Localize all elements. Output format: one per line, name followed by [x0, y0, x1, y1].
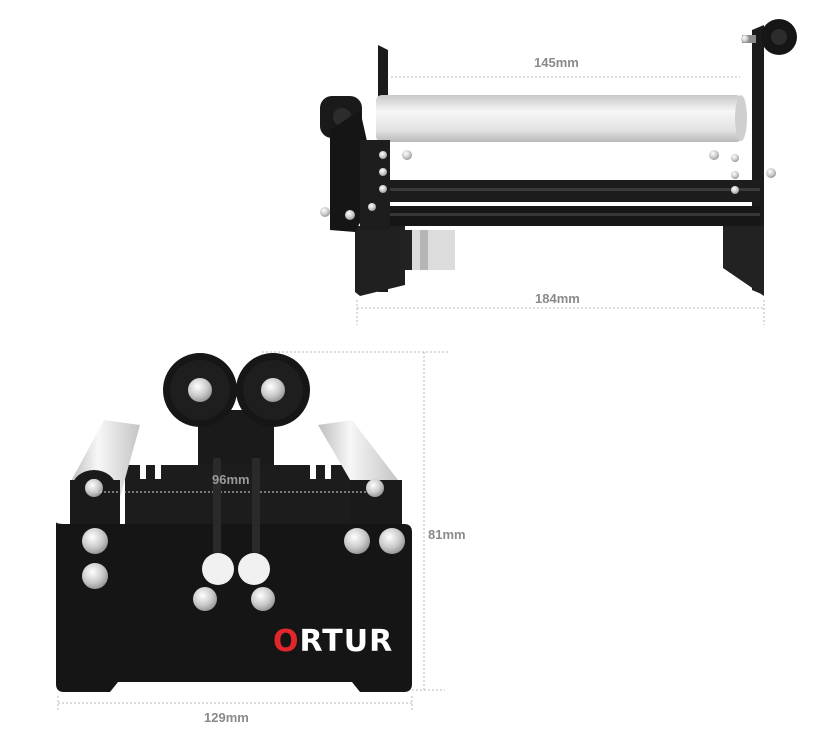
dimension-label-top-length: 145mm: [534, 55, 579, 70]
side-roller: [376, 95, 742, 142]
dimension-line-base: [356, 300, 765, 325]
plate-slots: [213, 458, 260, 553]
white-knobs: [202, 553, 270, 585]
right-leg: [723, 226, 764, 296]
dimension-label-top-base: 184mm: [535, 291, 580, 306]
front-plate: [56, 522, 412, 692]
left-leg: [355, 226, 405, 296]
brand-logo-o: O: [273, 624, 300, 659]
dimension-label-front-width: 129mm: [204, 710, 249, 725]
brand-logo-rest: RTUR: [299, 624, 394, 659]
right-side-screws: [709, 150, 776, 194]
front-roller-right: [318, 420, 402, 525]
front-screws: [82, 528, 405, 611]
right-top-wheel: [741, 19, 797, 55]
rotary-side-view: [320, 19, 797, 325]
rotary-front-view: [56, 351, 450, 712]
dimension-line-height: [262, 351, 450, 691]
dimension-line-width: [57, 696, 413, 712]
dimension-label-roller-span: 96mm: [212, 472, 250, 487]
top-wheel-right: [236, 353, 310, 427]
top-wheel-left: [163, 353, 237, 427]
brand-logo: ORTUR: [273, 624, 393, 659]
dimension-label-front-height: 81mm: [428, 527, 466, 542]
front-roller-left: [70, 420, 140, 525]
left-arm-assembly: [320, 96, 412, 232]
